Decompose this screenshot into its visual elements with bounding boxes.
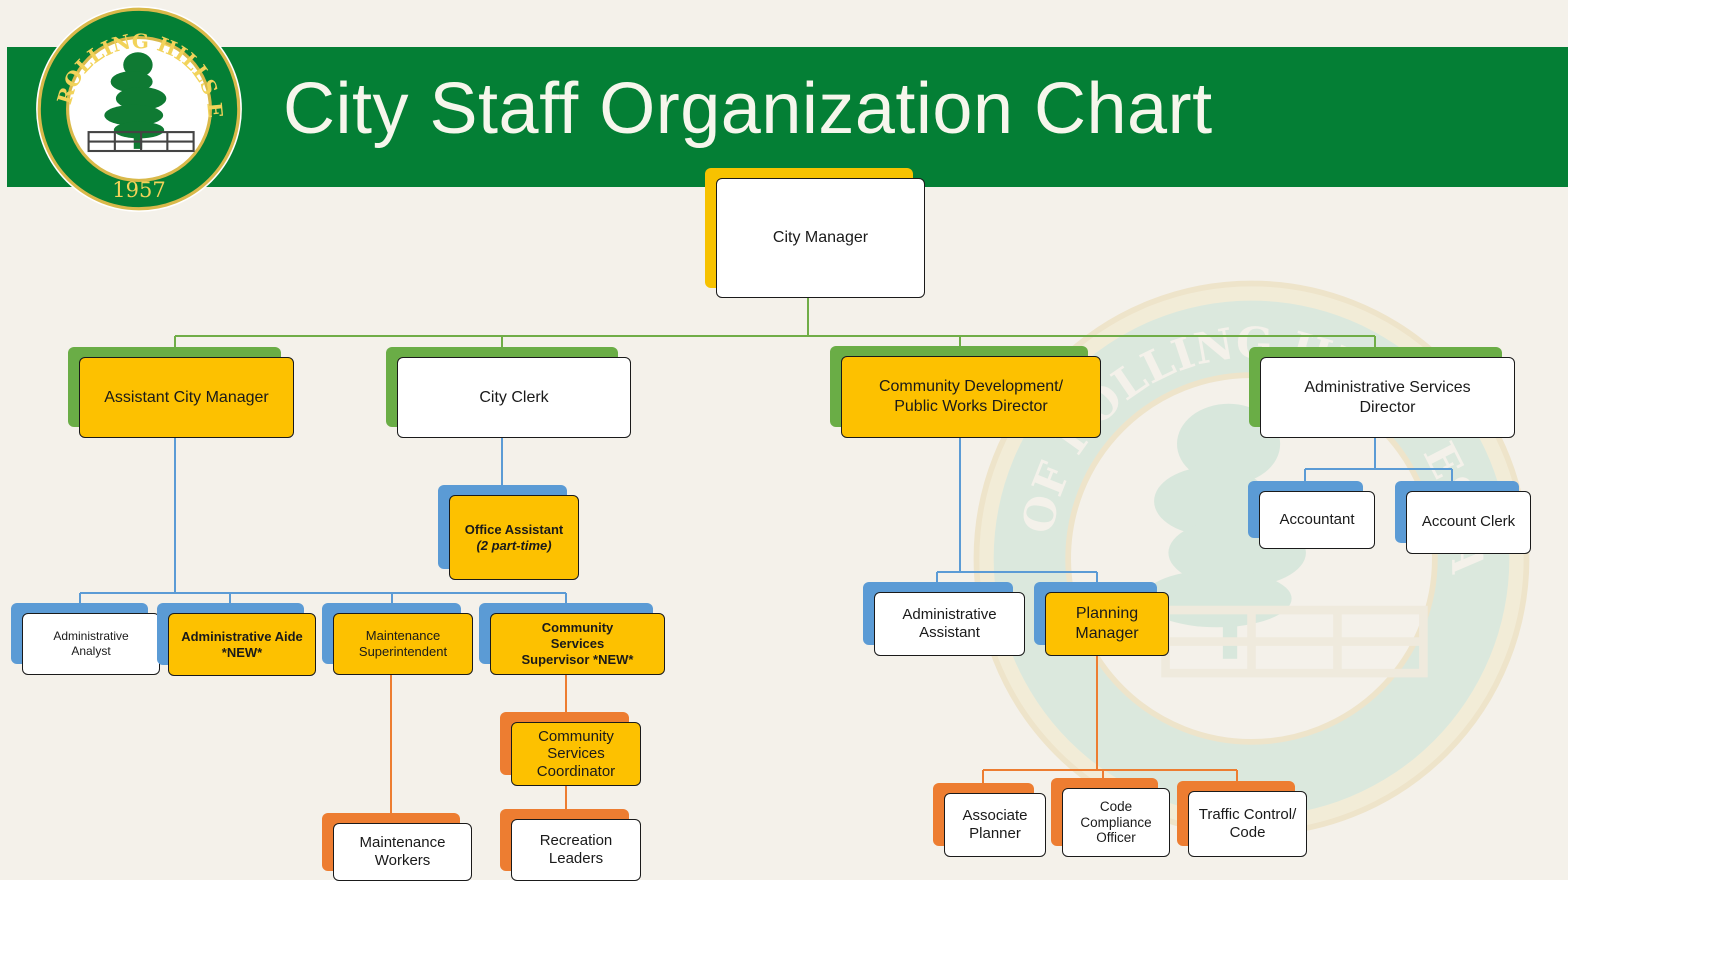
node-traffic-control-code: Traffic Control/ Code [1177,781,1307,857]
page-title: City Staff Organization Chart [283,69,1213,149]
node-box: Account Clerk [1406,491,1531,554]
node-label: Code Compliance Officer [1080,799,1152,846]
connector-lines [79,297,1453,813]
node-box: City Clerk [397,357,631,438]
node-administrative-assistant: Administrative Assistant [863,582,1025,656]
green-connectors [174,297,1376,348]
node-office-assistant: Office Assistant (2 part-time) [438,485,579,580]
seal-year: 1957 [112,178,165,202]
node-box: City Manager [716,178,925,298]
node-label: Office Assistant [464,521,564,537]
node-label: Assistant City Manager [104,388,269,406]
orange-connectors [390,655,1238,813]
node-box: Office Assistant (2 part-time) [449,495,579,580]
node-city-clerk: City Clerk [386,347,631,438]
node-administrative-aide: Administrative Aide *NEW* [157,603,316,676]
node-administrative-analyst: Administrative Analyst [11,603,160,675]
node-accountant: Accountant [1248,481,1375,549]
node-label: Maintenance Superintendent [358,628,448,659]
header-banner [7,47,1568,187]
node-label: Traffic Control/ Code [1198,805,1297,841]
node-box: Code Compliance Officer [1062,788,1170,857]
node-code-compliance-officer: Code Compliance Officer [1051,778,1170,857]
node-admin-services-director: Administrative Services Director [1249,347,1515,438]
node-maintenance-workers: Maintenance Workers [322,813,472,881]
node-recreation-leaders: Recreation Leaders [500,809,641,881]
node-box: Administrative Services Director [1260,357,1515,438]
node-label: Administrative Services Director [1304,378,1471,416]
node-label: Community Services Supervisor *NEW* [521,620,634,667]
node-label: City Manager [772,229,869,247]
node-box: Maintenance Superintendent [333,613,473,675]
node-label: Community Development/ Public Works Dire… [878,378,1064,415]
node-box: Community Services Coordinator [511,722,641,786]
node-cd-pw-director: Community Development/ Public Works Dire… [830,346,1101,438]
node-assistant-city-manager: Assistant City Manager [68,347,294,438]
node-box: Planning Manager [1045,592,1169,656]
node-account-clerk: Account Clerk [1395,481,1531,554]
node-box: Recreation Leaders [511,819,641,881]
node-box: Traffic Control/ Code [1188,791,1307,857]
node-box: Maintenance Workers [333,823,472,881]
node-label: City Clerk [479,388,549,406]
node-label: Recreation Leaders [539,831,613,867]
node-box: Administrative Aide *NEW* [168,613,316,676]
node-box: Administrative Analyst [22,613,160,675]
node-box: Administrative Assistant [874,592,1025,656]
node-box: Associate Planner [944,793,1046,857]
node-community-services-supervisor: Community Services Supervisor *NEW* [479,603,665,675]
node-label: Administrative Analyst [53,629,129,658]
node-box: Community Development/ Public Works Dire… [841,356,1101,438]
node-label: Maintenance Workers [359,833,446,869]
node-label: Accountant [1279,510,1355,528]
node-label: Associate Planner [962,806,1028,842]
node-label: Administrative Assistant [902,605,997,641]
node-label: Administrative Aide *NEW* [181,628,303,660]
chart-canvas: CITY OF ROLLING HILLS ESTATES City Staff… [0,0,1568,881]
node-box: Accountant [1259,491,1375,549]
node-maintenance-superintendent: Maintenance Superintendent [322,603,473,675]
node-label: Planning Manager [1075,605,1139,642]
node-community-services-coordinator: Community Services Coordinator [500,712,641,786]
node-label: Community Services Coordinator [536,728,616,780]
node-planning-manager: Planning Manager [1034,582,1169,656]
node-box: Community Services Supervisor *NEW* [490,613,665,675]
node-city-manager: City Manager [705,168,925,298]
city-seal-logo: CITY OF ROLLING HILLS ESTATES 1957 [34,4,242,212]
node-associate-planner: Associate Planner [933,783,1046,857]
node-label: Account Clerk [1421,513,1516,531]
node-note: (2 part-time) [476,537,552,553]
node-box: Assistant City Manager [79,357,294,438]
blue-connectors [79,437,1453,603]
